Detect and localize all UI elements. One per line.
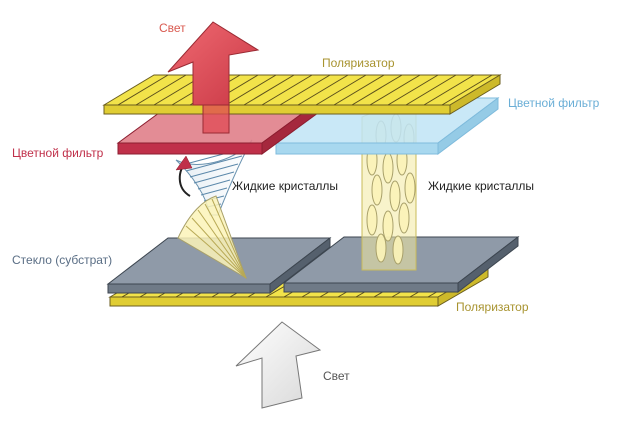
light-arrow-out — [167, 21, 260, 134]
polarizer-bottom-label: Поляризатор — [456, 300, 529, 314]
light-bottom-label: Свет — [323, 369, 350, 383]
liquid-crystals-left-label: Жидкие кристаллы — [232, 179, 339, 193]
light-top-label: Свет — [159, 21, 186, 35]
color-filter-right-label: Цветной фильтр — [508, 96, 600, 110]
light-arrow-in — [235, 321, 322, 409]
polarizer-top — [102, 74, 502, 115]
glass-substrate-label: Стекло (субстрат) — [12, 253, 113, 267]
polarizer-top-label: Поляризатор — [322, 56, 395, 70]
liquid-crystals-right-label: Жидкие кристаллы — [428, 179, 535, 193]
liquid-crystal-helix-left — [175, 139, 253, 280]
color-filter-left-label: Цветной фильтр — [12, 146, 104, 160]
